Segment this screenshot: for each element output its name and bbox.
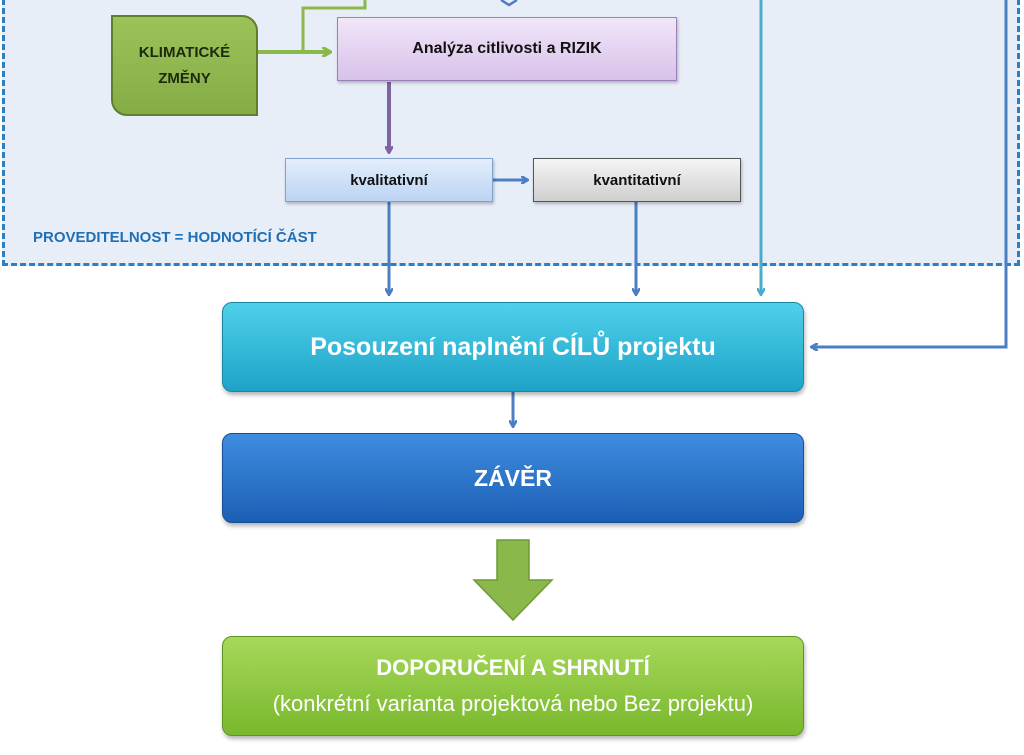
recommendation-subtitle: (konkrétní varianta projektová nebo Bez … [272, 691, 754, 716]
recommendation-box: DOPORUČENÍ A SHRNUTÍ (konkrétní varianta… [222, 636, 804, 736]
climate-line-2: ZMĚNY [158, 69, 211, 87]
climate-change-box: KLIMATICKÉ ZMĚNY [111, 15, 258, 116]
quantitative-label: kvantitativní [593, 171, 681, 189]
feasibility-zone-label: PROVEDITELNOST = HODNOTÍCÍ ČÁST [33, 229, 317, 246]
project-goals-label: Posouzení naplnění CÍLŮ projektu [310, 332, 716, 361]
qualitative-label: kvalitativní [350, 171, 428, 189]
climate-line-1: KLIMATICKÉ [138, 43, 231, 61]
big-green-down-arrow [472, 539, 554, 622]
qualitative-box: kvalitativní [285, 158, 493, 202]
quantitative-box: kvantitativní [533, 158, 741, 202]
risk-analysis-box: Analýza citlivosti a RIZIK [337, 17, 677, 81]
conclusion-box: ZÁVĚR [222, 433, 804, 523]
conclusion-label: ZÁVĚR [474, 464, 552, 491]
project-goals-box: Posouzení naplnění CÍLŮ projektu [222, 302, 804, 392]
risk-analysis-label: Analýza citlivosti a RIZIK [412, 40, 602, 57]
recommendation-title: DOPORUČENÍ A SHRNUTÍ [376, 655, 650, 680]
